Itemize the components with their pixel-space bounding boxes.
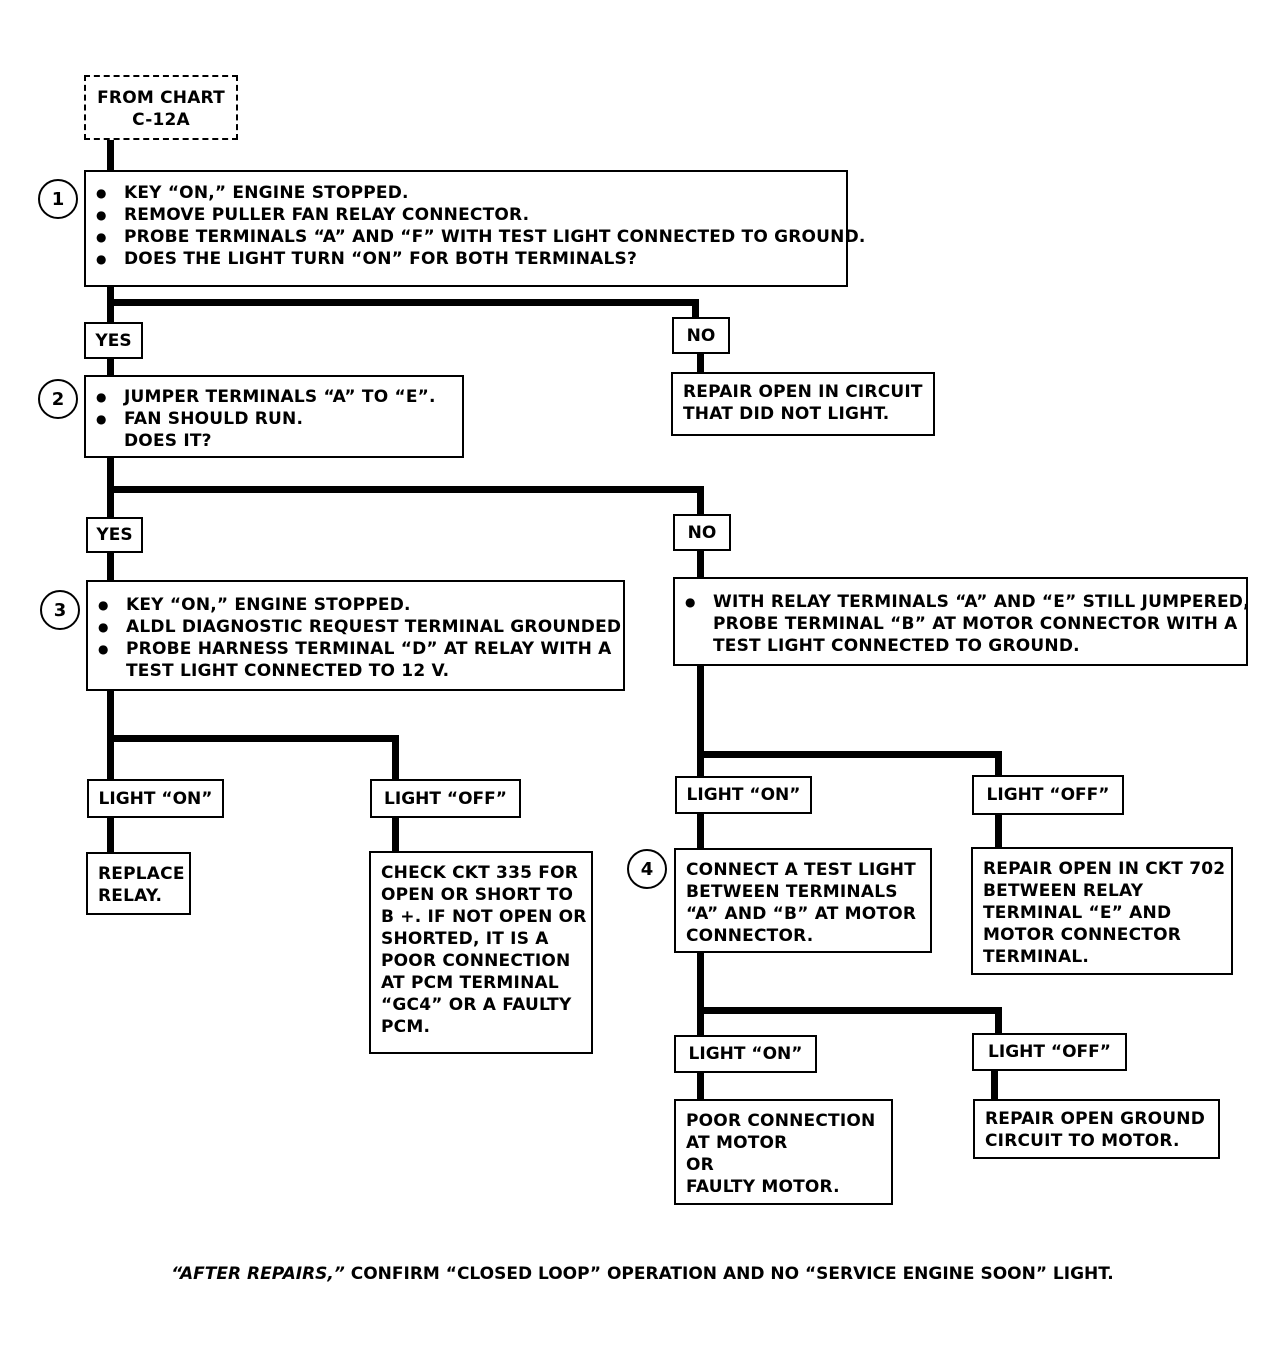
result-line: TERMINAL “E” AND — [983, 903, 1172, 923]
connector-off-to-ckt702 — [995, 814, 1002, 850]
connector-step3-branch — [107, 735, 399, 742]
connector-probe-off — [995, 751, 1002, 777]
result-line: THAT DID NOT LIGHT. — [683, 404, 890, 424]
connector-on3-to-replace — [107, 816, 114, 854]
step-number-4: 4 — [627, 849, 667, 889]
result-line: “GC4” OR A FAULTY — [381, 995, 572, 1015]
connector-step1-branch — [107, 299, 699, 306]
relay-probe-continuation: TEST LIGHT CONNECTED TO GROUND. — [713, 636, 1080, 656]
result-line: BETWEEN RELAY — [983, 881, 1144, 901]
connector-step2-branch — [107, 486, 704, 493]
result-line: REPLACE — [98, 864, 185, 884]
repair-open-circuit-box: REPAIR OPEN IN CIRCUIT THAT DID NOT LIGH… — [671, 372, 935, 436]
connector-on-to-step4 — [697, 812, 704, 850]
connector-step4-down — [697, 951, 704, 1037]
replace-relay-box: REPLACE RELAY. — [86, 852, 191, 915]
result-line: SHORTED, IT IS A — [381, 929, 549, 949]
step-3-continuation: TEST LIGHT CONNECTED TO 12 V. — [126, 661, 450, 681]
light-on-label-step4: LIGHT “ON” — [674, 1035, 817, 1073]
step-3-item: ALDL DIAGNOSTIC REQUEST TERMINAL GROUNDE… — [88, 616, 623, 638]
result-line: CHECK CKT 335 FOR — [381, 863, 579, 883]
result-line: CIRCUIT TO MOTOR. — [985, 1131, 1180, 1151]
connector-yes2-to-step3 — [107, 551, 114, 582]
step-3-item: KEY “ON,” ENGINE STOPPED. — [88, 594, 623, 616]
light-off-label-step3: LIGHT “OFF” — [370, 779, 521, 818]
poor-connection-motor-box: POOR CONNECTION AT MOTOR OR FAULTY MOTOR… — [674, 1099, 893, 1205]
result-line: B +. IF NOT OPEN OR — [381, 907, 587, 927]
repair-ckt-702-box: REPAIR OPEN IN CKT 702 BETWEEN RELAY TER… — [971, 847, 1233, 975]
step-4-line: “A” AND “B” AT MOTOR — [686, 904, 917, 924]
result-line: OR — [686, 1155, 714, 1175]
result-line: AT PCM TERMINAL — [381, 973, 559, 993]
yes-label-step1: YES — [84, 322, 143, 359]
step-2-item: JUMPER TERMINALS “A” TO “E”. — [86, 386, 462, 408]
step-2-box: JUMPER TERMINALS “A” TO “E”. FAN SHOULD … — [84, 375, 464, 458]
step-3-item: PROBE HARNESS TERMINAL “D” AT RELAY WITH… — [88, 638, 623, 660]
step-number-2: 2 — [38, 379, 78, 419]
step-1-item: DOES THE LIGHT TURN “ON” FOR BOTH TERMIN… — [86, 248, 846, 270]
result-line: MOTOR CONNECTOR — [983, 925, 1182, 945]
connector-step1-no — [692, 299, 699, 319]
connector-step4-branch — [697, 1007, 1002, 1014]
connector-step2-no — [697, 486, 704, 516]
result-line: OPEN OR SHORT TO — [381, 885, 574, 905]
footer-emphasis: “AFTER REPAIRS,” — [171, 1264, 345, 1284]
result-line: FAULTY MOTOR. — [686, 1177, 840, 1197]
connector-start-to-step1 — [107, 138, 114, 172]
step-4-line: CONNECT A TEST LIGHT — [686, 860, 916, 880]
light-off-label-probe: LIGHT “OFF” — [972, 775, 1124, 815]
step-2-item: FAN SHOULD RUN. — [86, 408, 462, 430]
result-line: REPAIR OPEN IN CIRCUIT — [683, 382, 923, 402]
connector-step4-off — [995, 1007, 1002, 1035]
start-line-2: C-12A — [132, 110, 190, 130]
step-1-item: PROBE TERMINALS “A” AND “F” WITH TEST LI… — [86, 226, 865, 248]
step-4-box: CONNECT A TEST LIGHT BETWEEN TERMINALS “… — [674, 848, 932, 953]
result-line: PCM. — [381, 1017, 431, 1037]
result-line: AT MOTOR — [686, 1133, 788, 1153]
connector-no1-to-repair — [697, 352, 704, 374]
light-on-label-probe: LIGHT “ON” — [675, 776, 812, 814]
connector-off3-to-check — [392, 816, 399, 853]
connector-off4-to-ground — [991, 1069, 998, 1101]
start-line-1: FROM CHART — [97, 88, 225, 108]
step-1-box: KEY “ON,” ENGINE STOPPED. REMOVE PULLER … — [84, 170, 865, 287]
result-line: RELAY. — [98, 886, 163, 906]
result-line: REPAIR OPEN GROUND — [985, 1109, 1206, 1129]
start-box-from-chart: FROM CHART C-12A — [84, 75, 238, 140]
step-2-question: DOES IT? — [124, 431, 212, 451]
check-ckt-335-box: CHECK CKT 335 FOR OPEN OR SHORT TO B +. … — [369, 851, 593, 1054]
relay-probe-box: WITH RELAY TERMINALS “A” AND “E” STILL J… — [673, 577, 1250, 666]
step-number-1: 1 — [38, 179, 78, 219]
connector-yes1-to-step2 — [107, 356, 114, 378]
footer-note: “AFTER REPAIRS,” CONFIRM “CLOSED LOOP” O… — [0, 1264, 1285, 1284]
light-on-label-step3: LIGHT “ON” — [87, 779, 224, 818]
result-line: TERMINAL. — [983, 947, 1090, 967]
result-line: REPAIR OPEN IN CKT 702 — [983, 859, 1226, 879]
relay-probe-item: WITH RELAY TERMINALS “A” AND “E” STILL J… — [675, 591, 1250, 613]
step-number-3: 3 — [40, 590, 80, 630]
no-label-step2: NO — [673, 514, 731, 551]
light-off-label-step4: LIGHT “OFF” — [972, 1033, 1127, 1071]
yes-label-step2: YES — [86, 517, 143, 553]
connector-probe-branch — [697, 751, 1002, 758]
footer-text: CONFIRM “CLOSED LOOP” OPERATION AND NO “… — [344, 1264, 1114, 1284]
connector-no2-to-probe — [697, 549, 704, 580]
result-line: POOR CONNECTION — [381, 951, 571, 971]
relay-probe-continuation: PROBE TERMINAL “B” AT MOTOR CONNECTOR WI… — [713, 614, 1238, 634]
connector-on4-to-motor — [697, 1071, 704, 1101]
step-4-line: CONNECTOR. — [686, 926, 814, 946]
connector-step3-off — [392, 735, 399, 781]
repair-open-ground-box: REPAIR OPEN GROUND CIRCUIT TO MOTOR. — [973, 1099, 1220, 1159]
step-3-box: KEY “ON,” ENGINE STOPPED. ALDL DIAGNOSTI… — [86, 580, 625, 691]
step-1-item: KEY “ON,” ENGINE STOPPED. — [86, 182, 846, 204]
step-1-item: REMOVE PULLER FAN RELAY CONNECTOR. — [86, 204, 846, 226]
no-label-step1: NO — [672, 317, 730, 354]
step-4-line: BETWEEN TERMINALS — [686, 882, 898, 902]
result-line: POOR CONNECTION — [686, 1111, 876, 1131]
connector-probe-down — [697, 664, 704, 778]
